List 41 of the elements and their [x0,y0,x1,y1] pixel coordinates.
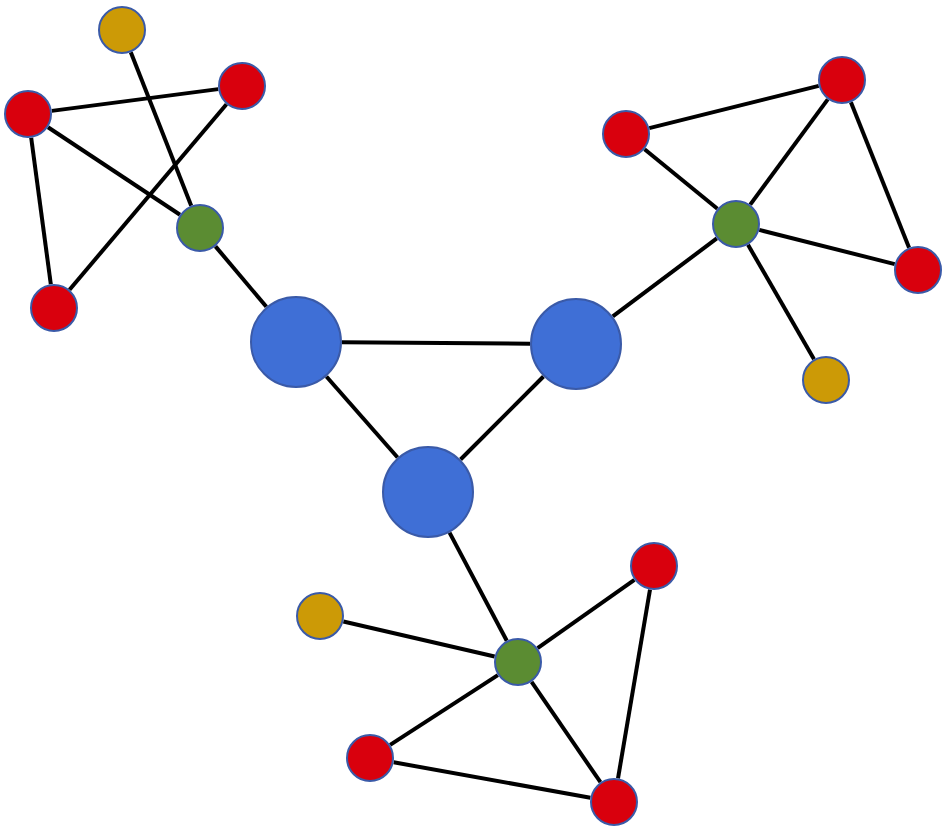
leaf-node-circle [818,56,866,104]
leaf-node-circle [894,246,942,294]
leaf-node-circle [346,734,394,782]
small-node-circle [296,592,344,640]
connector-line [849,101,911,249]
leaf-node-circle [602,110,650,158]
connector-line [51,87,219,113]
connector-line [748,98,830,206]
hub-node-circle [176,204,224,252]
connector-line [616,589,652,779]
connector-line [68,103,228,291]
connector-line [324,375,400,459]
small-node-circle [802,356,850,404]
connector-line [648,83,820,131]
leaf-node-circle [218,62,266,110]
connector-line [746,243,816,361]
leaf-node-circle [630,542,678,590]
connector-line [611,236,718,318]
core-node-circle [250,296,342,388]
connector-line [213,245,268,309]
connector-line [342,340,530,346]
connector-line [529,680,603,784]
hub-node-circle [494,638,542,686]
small-node-circle [98,6,146,54]
connector-line [393,760,591,800]
connector-line [46,125,182,217]
connector-line [447,531,509,642]
leaf-node-circle [30,284,78,332]
core-node-circle [530,298,622,390]
core-node-circle [382,446,474,538]
connector-line [536,578,636,650]
leaf-node-circle [4,90,52,138]
connector-line [459,375,545,461]
connector-line [29,137,53,285]
connector-line [128,51,194,207]
connector-line [389,673,499,747]
hub-node-circle [712,200,760,248]
connector-line [342,619,496,659]
connector-line [643,147,719,211]
leaf-node-circle [590,778,638,826]
connector-line [758,227,896,267]
